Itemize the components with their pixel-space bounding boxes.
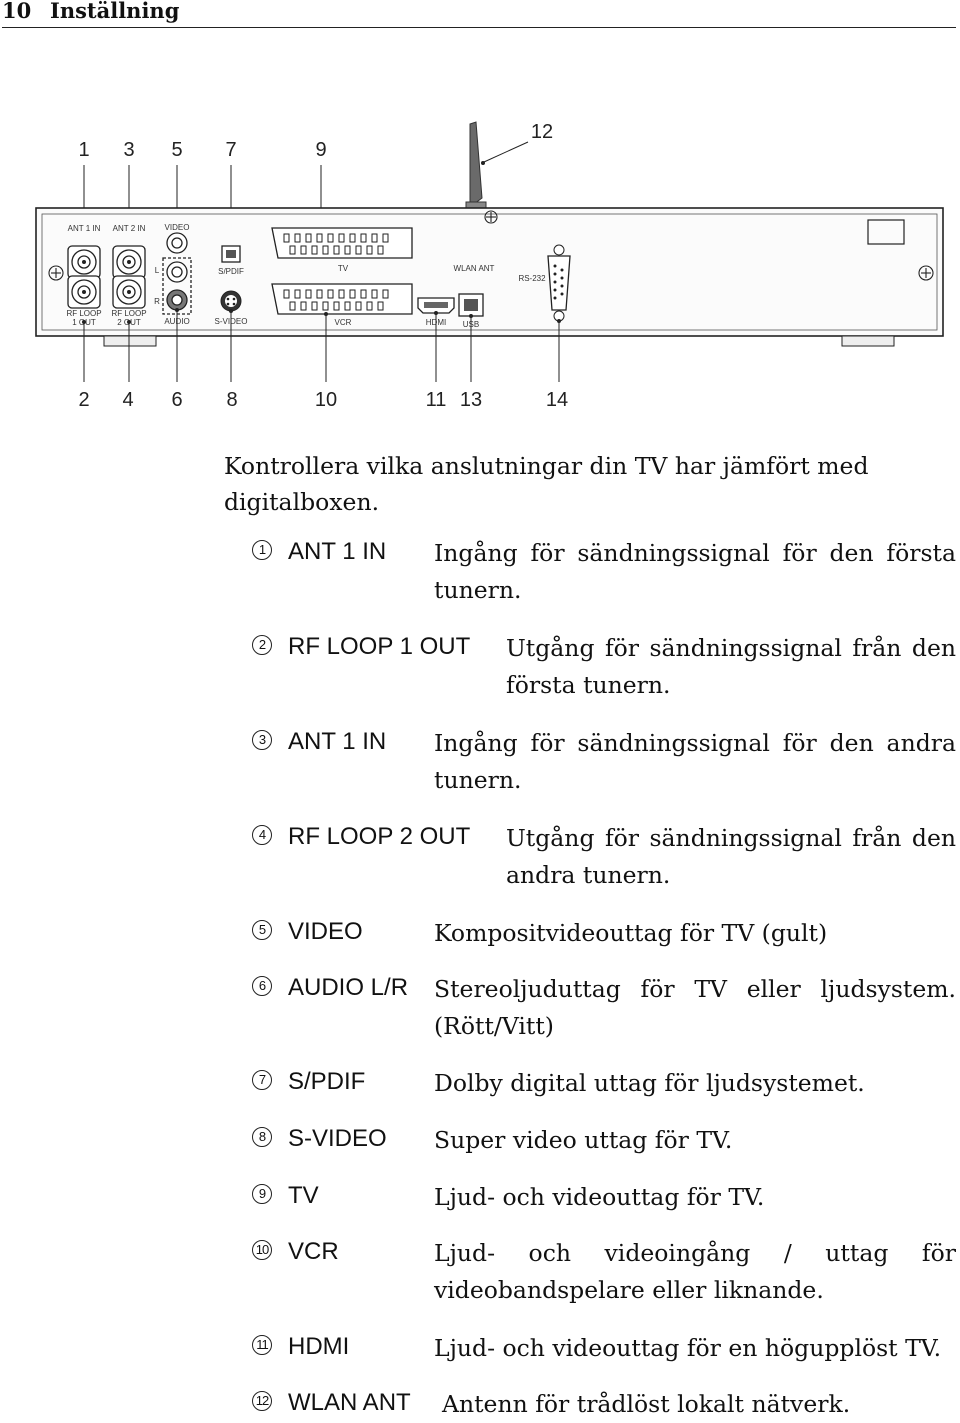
item-term: ANT 1 IN bbox=[288, 728, 387, 755]
rs232-port-icon bbox=[547, 255, 571, 311]
item-description: Super video uttag för TV. bbox=[434, 1126, 733, 1154]
item-number: 5 bbox=[252, 920, 272, 940]
item-description: Utgång för sändningssignal från den andr… bbox=[506, 820, 956, 894]
chapter-title: Inställning bbox=[50, 0, 180, 23]
label-rs232: RS-232 bbox=[518, 274, 546, 283]
label-ant1-in: ANT 1 IN bbox=[68, 224, 101, 233]
callout-10: 10 bbox=[315, 389, 337, 411]
item-number: 9 bbox=[252, 1184, 272, 1204]
item-description-text: Utgång för sändningssignal från den förs… bbox=[506, 634, 956, 699]
item-description-text: Utgång för sändningssignal från den andr… bbox=[506, 824, 956, 889]
label-r: R bbox=[154, 297, 160, 306]
item-term: WLAN ANT bbox=[288, 1389, 411, 1416]
item-number: 1 bbox=[252, 540, 272, 560]
rear-panel-diagram: 1 3 5 7 9 12 bbox=[0, 60, 960, 430]
item-description: Ljud- och videoingång / uttag för videob… bbox=[434, 1239, 956, 1304]
item-description: Utgång för sändningssignal från den förs… bbox=[506, 630, 956, 704]
callout-2: 2 bbox=[78, 389, 89, 411]
page-header: 10 Inställning bbox=[2, 0, 956, 28]
callout-6: 6 bbox=[171, 389, 182, 411]
callout-9: 9 bbox=[315, 139, 326, 161]
item-description: Ljud- och videouttag för en högupplöst T… bbox=[434, 1334, 942, 1362]
label-vcr: VCR bbox=[335, 318, 352, 327]
item-description: Ljud- och videouttag för TV. bbox=[434, 1183, 765, 1211]
chapter-number: 10 bbox=[2, 0, 32, 23]
callout-1: 1 bbox=[78, 139, 89, 161]
callout-8: 8 bbox=[226, 389, 237, 411]
label-rf-loop2-a: RF LOOP bbox=[111, 309, 146, 318]
item-number: 11 bbox=[252, 1335, 272, 1355]
intro-paragraph: Kontrollera vilka anslutningar din TV ha… bbox=[224, 452, 869, 516]
wlan-antenna-icon bbox=[469, 121, 483, 205]
label-video: VIDEO bbox=[165, 223, 190, 232]
callout-13: 13 bbox=[460, 389, 482, 411]
item-description: Kompositvideouttag för TV (gult) bbox=[434, 919, 828, 947]
item-description: Dolby digital uttag för ljudsystemet. bbox=[434, 1069, 865, 1097]
item-description: Antenn för trådlöst lokalt nätverk. bbox=[442, 1390, 851, 1418]
item-term: VCR bbox=[288, 1238, 339, 1265]
item-number: 3 bbox=[252, 730, 272, 750]
label-spdif: S/PDIF bbox=[218, 267, 244, 276]
item-number: 2 bbox=[252, 635, 272, 655]
callout-11: 11 bbox=[426, 389, 447, 411]
item-term: TV bbox=[288, 1182, 319, 1209]
rear-panel-svg: 1 3 5 7 9 12 bbox=[35, 121, 944, 411]
callout-7: 7 bbox=[225, 139, 236, 161]
item-term: AUDIO L/R bbox=[288, 974, 409, 1001]
item-number: 10 bbox=[252, 1240, 272, 1260]
item-term: VIDEO bbox=[288, 918, 363, 945]
label-tv: TV bbox=[338, 264, 349, 273]
item-number: 6 bbox=[252, 976, 272, 996]
callout-3: 3 bbox=[123, 139, 134, 161]
label-rf-loop1-a: RF LOOP bbox=[66, 309, 101, 318]
item-number: 7 bbox=[252, 1070, 272, 1090]
item-number: 4 bbox=[252, 825, 272, 845]
item-term: ANT 1 IN bbox=[288, 538, 387, 565]
label-wlan-ant: WLAN ANT bbox=[454, 264, 495, 273]
item-description: Ingång för sändningssignal för den andra… bbox=[434, 729, 956, 794]
item-term: S-VIDEO bbox=[288, 1125, 387, 1152]
callout-4: 4 bbox=[122, 389, 133, 411]
label-l: L bbox=[155, 266, 160, 275]
item-description: Stereoljuduttag för TV eller ljudsystem.… bbox=[434, 975, 956, 1040]
item-term: RF LOOP 2 OUT bbox=[288, 823, 471, 850]
bottom-leader-lines bbox=[83, 310, 560, 382]
item-term: RF LOOP 1 OUT bbox=[288, 633, 471, 660]
callout-14: 14 bbox=[546, 389, 568, 411]
item-number: 8 bbox=[252, 1127, 272, 1147]
callout-5: 5 bbox=[171, 139, 182, 161]
item-term: S/PDIF bbox=[288, 1068, 366, 1095]
item-description: Ingång för sändningssignal för den först… bbox=[434, 539, 956, 604]
item-number: 12 bbox=[252, 1391, 272, 1411]
item-term: HDMI bbox=[288, 1333, 350, 1360]
label-ant2-in: ANT 2 IN bbox=[113, 224, 146, 233]
callout-12: 12 bbox=[531, 121, 553, 143]
